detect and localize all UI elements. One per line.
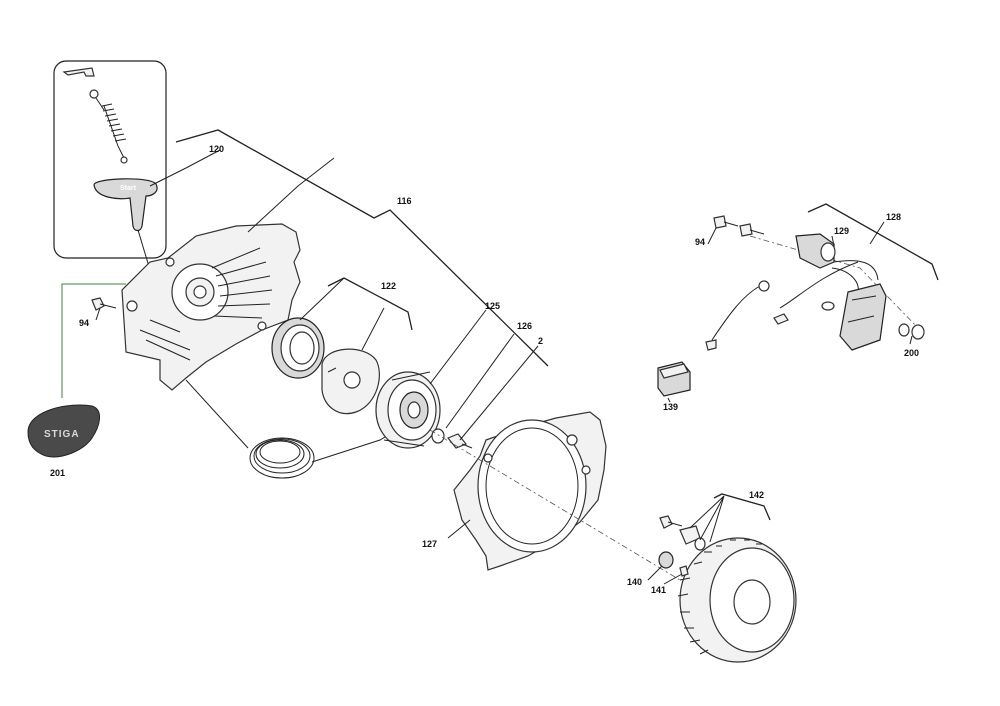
callout-141: 141 xyxy=(651,585,666,595)
callout-127: 127 xyxy=(422,539,437,549)
inset-box: Start xyxy=(53,60,167,301)
start-handle xyxy=(93,178,158,232)
callout-128: 128 xyxy=(886,212,901,222)
starter-housing xyxy=(121,223,301,391)
ignition-coil xyxy=(839,283,887,351)
bracket-122 xyxy=(327,277,413,331)
callout-129: 129 xyxy=(834,226,849,236)
flywheel-key-parts xyxy=(658,515,706,577)
washer-200a xyxy=(898,323,910,337)
callout-142: 142 xyxy=(749,490,764,500)
screws-94-right xyxy=(713,215,765,237)
leader-lines xyxy=(95,149,913,585)
spring xyxy=(101,103,127,147)
cable-end xyxy=(89,89,99,99)
fan-housing xyxy=(453,411,607,571)
pulley xyxy=(375,371,441,449)
washer-141 xyxy=(679,565,689,577)
bracket-116 xyxy=(175,129,549,367)
stiga-badge: STIGA xyxy=(27,404,100,458)
callout-2: 2 xyxy=(538,336,543,346)
callout-120: 120 xyxy=(209,144,224,154)
handle-text: Start xyxy=(120,185,137,192)
callout-125: 125 xyxy=(485,301,500,311)
bracket-128 xyxy=(807,203,939,281)
screw-2 xyxy=(447,433,473,449)
callout-140: 140 xyxy=(627,577,642,587)
callout-200: 200 xyxy=(904,348,919,358)
flywheel xyxy=(677,537,797,663)
callout-126: 126 xyxy=(517,321,532,331)
bracket-142 xyxy=(713,493,771,521)
washer-200b xyxy=(911,324,925,340)
callout-94-left: 94 xyxy=(79,318,89,328)
cable-clip xyxy=(62,67,95,77)
ignition-assembly xyxy=(705,233,925,351)
badge-logo-text: STIGA xyxy=(44,429,80,440)
stop-switch xyxy=(657,361,691,397)
badge-leader xyxy=(61,283,126,398)
recoil-spring xyxy=(271,317,325,379)
callout-139: 139 xyxy=(663,402,678,412)
callout-116: 116 xyxy=(397,196,412,206)
nut-140 xyxy=(658,551,674,569)
axis-coil xyxy=(749,235,921,331)
callout-94-right: 94 xyxy=(695,237,705,247)
callout-122: 122 xyxy=(381,281,396,291)
callout-201: 201 xyxy=(50,468,65,478)
spring-cover xyxy=(321,348,380,415)
screw-94-left xyxy=(91,297,117,311)
axis-main xyxy=(429,429,701,593)
washer-126 xyxy=(431,428,445,444)
